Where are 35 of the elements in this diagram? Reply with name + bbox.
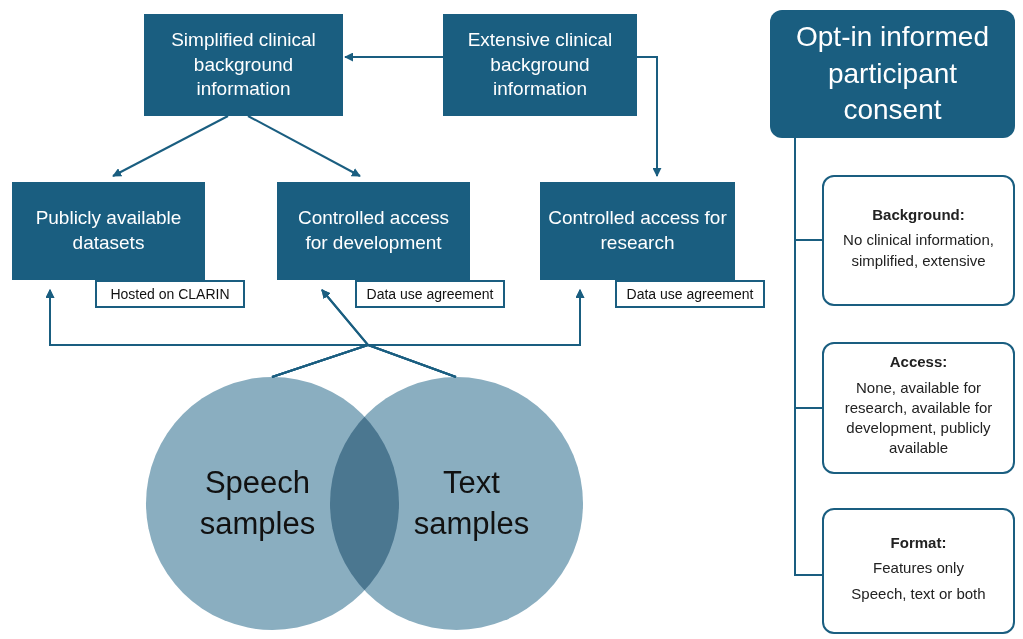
card-text: None, available for research, available for development, publicly available (843, 377, 994, 459)
box-label: Controlled access for development (297, 206, 450, 255)
category-card (822, 342, 1015, 474)
arrow (344, 52, 444, 62)
process-box (12, 182, 205, 280)
process-box (443, 14, 637, 116)
process-box (144, 14, 343, 116)
card-heading: Access: (889, 352, 948, 373)
card-heading: Format: (890, 533, 947, 554)
note-tag (355, 280, 505, 308)
process-box (540, 182, 735, 280)
category-card (822, 175, 1015, 306)
arrow (636, 56, 662, 177)
header-box (770, 10, 1015, 138)
arrow (112, 115, 229, 177)
category-card (822, 508, 1015, 634)
arrow (247, 115, 361, 177)
box-label: Simplified clinical background information (170, 27, 317, 102)
note-text: Data use agreement (626, 286, 754, 302)
box-label: Publicly available datasets (34, 206, 183, 255)
card-text: Features only (873, 558, 964, 579)
process-box (277, 182, 470, 280)
circle-label: Text samples (412, 464, 531, 543)
header-title: Opt-in informed participant consent (795, 20, 990, 128)
note-tag (95, 280, 245, 308)
card-text: No clinical information, simplified, extensive (842, 230, 995, 271)
note-text: Hosted on CLARIN (110, 286, 230, 302)
box-label: Extensive clinical background information (466, 27, 614, 102)
card-heading: Background: (872, 205, 965, 226)
box-label: Controlled access for research (548, 206, 727, 255)
circle-label: Speech samples (198, 464, 317, 543)
arrow (367, 289, 585, 378)
note-text: Data use agreement (366, 286, 494, 302)
card-text: Speech, text or both (851, 583, 986, 604)
note-tag (615, 280, 765, 308)
